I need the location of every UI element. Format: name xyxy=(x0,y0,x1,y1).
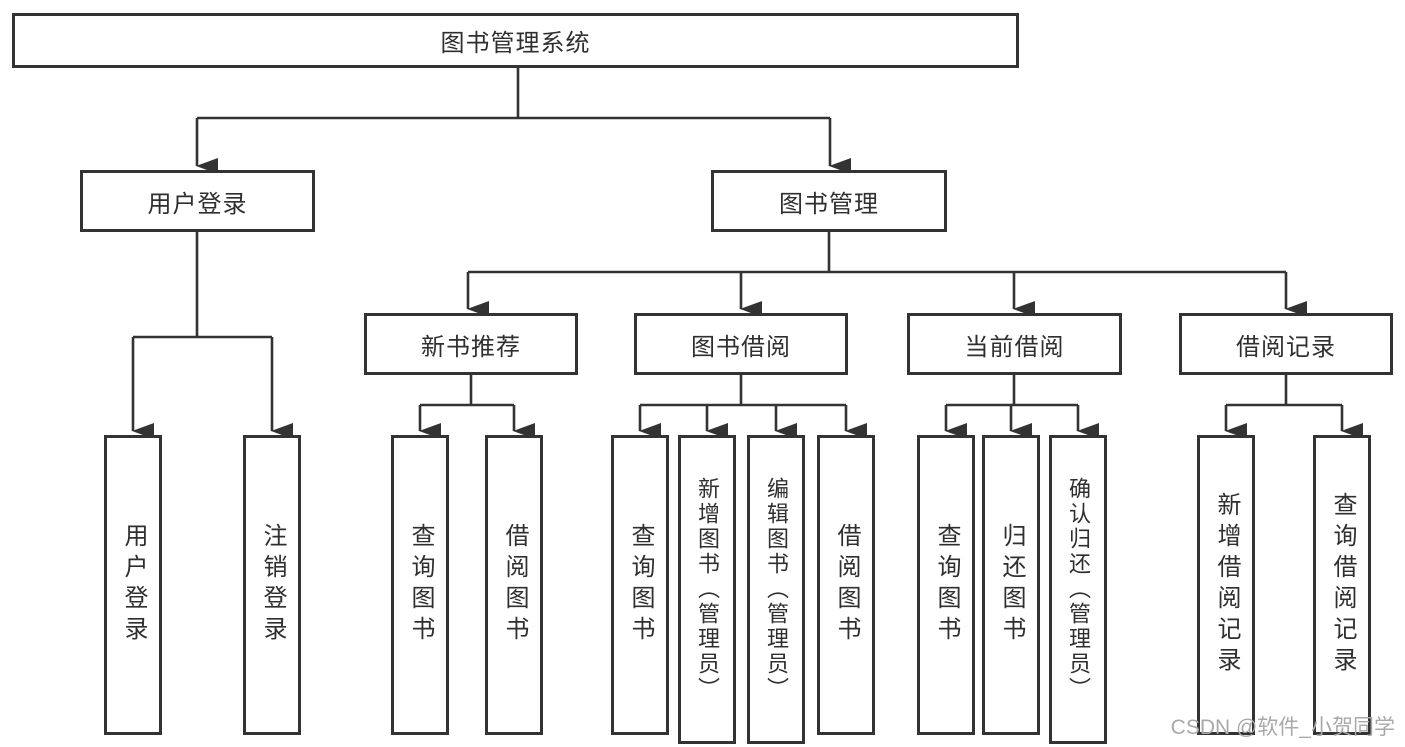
leaf-nb-borrow-book: 借阅图书 xyxy=(485,435,543,735)
leaf-nb-query-book: 查询图书 xyxy=(391,435,449,735)
leaf-cb-query-book: 查询图书 xyxy=(917,435,975,735)
leaf-br-add-record: 新增借阅记录 xyxy=(1197,435,1255,735)
leaf-logout: 注销登录 xyxy=(243,435,301,735)
node-root: 图书管理系统 xyxy=(12,13,1019,68)
node-book-management: 图书管理 xyxy=(711,170,947,232)
leaf-bb-query-book: 查询图书 xyxy=(611,435,669,735)
leaf-bb-add-book-admin: 新增图书（管理员） xyxy=(678,435,736,744)
node-new-book-recommend: 新书推荐 xyxy=(364,313,578,375)
leaf-user-login: 用户登录 xyxy=(104,435,162,735)
node-user-login: 用户登录 xyxy=(80,170,315,232)
leaf-br-query-record: 查询借阅记录 xyxy=(1313,435,1371,735)
node-current-borrow: 当前借阅 xyxy=(907,313,1122,375)
csdn-watermark: CSDN @软件_小贺同学 xyxy=(1170,716,1395,739)
leaf-cb-return-book: 归还图书 xyxy=(982,435,1040,735)
node-book-borrow: 图书借阅 xyxy=(634,313,848,375)
node-borrow-records: 借阅记录 xyxy=(1179,313,1393,375)
leaf-bb-edit-book-admin: 编辑图书（管理员） xyxy=(747,435,805,744)
leaf-bb-borrow-book: 借阅图书 xyxy=(817,435,875,735)
leaf-cb-confirm-return-admin: 确认归还（管理员） xyxy=(1049,435,1107,744)
